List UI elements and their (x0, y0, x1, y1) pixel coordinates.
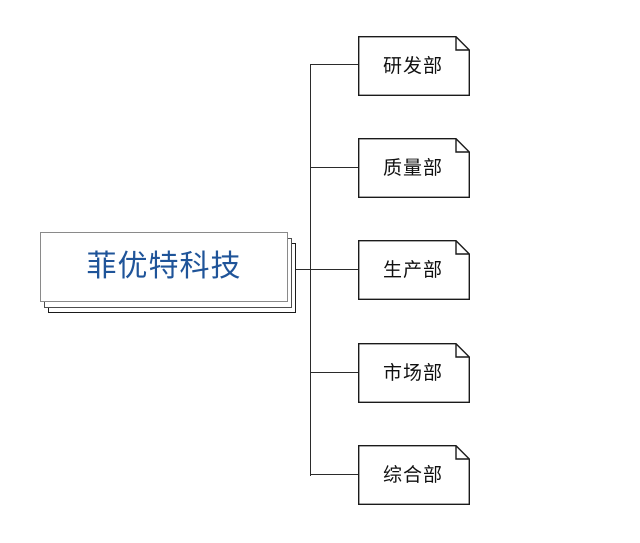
department-label: 综合部 (382, 463, 443, 486)
connector-branch-3 (310, 269, 358, 271)
department-label: 市场部 (382, 361, 443, 384)
company-name-label: 菲优特科技 (86, 249, 242, 284)
folded-corner-document-icon (358, 36, 470, 96)
department-label: 生产部 (382, 258, 443, 281)
connector-branch-4 (310, 372, 358, 374)
node-department-2[interactable]: 质量部 (358, 138, 470, 198)
folded-corner-document-icon (358, 138, 470, 198)
connector-root-stub (295, 269, 312, 271)
node-department-4[interactable]: 市场部 (358, 343, 470, 403)
folded-corner-document-icon (358, 240, 470, 300)
department-label: 研发部 (382, 54, 443, 77)
connector-trunk (310, 65, 312, 476)
folded-corner-document-icon (358, 445, 470, 505)
connector-branch-5 (310, 474, 358, 476)
node-department-5[interactable]: 综合部 (358, 445, 470, 505)
connector-branch-1 (310, 64, 358, 66)
node-department-3[interactable]: 生产部 (358, 240, 470, 300)
department-label: 质量部 (382, 156, 443, 179)
node-company-root[interactable]: 菲优特科技 (40, 232, 296, 313)
connector-branch-2 (310, 167, 358, 169)
node-department-1[interactable]: 研发部 (358, 36, 470, 96)
root-stack-layer-front: 菲优特科技 (40, 232, 288, 302)
folded-corner-document-icon (358, 343, 470, 403)
